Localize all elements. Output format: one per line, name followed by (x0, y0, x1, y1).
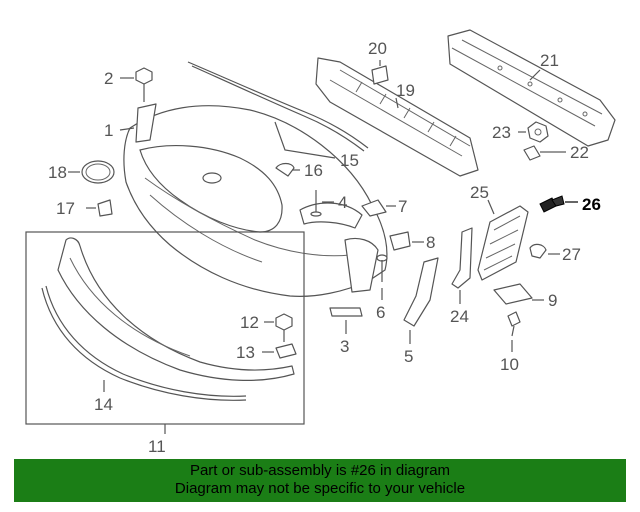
callout-22: 22 (570, 143, 589, 162)
bracket-24 (451, 227, 473, 289)
reflector-3 (329, 307, 363, 317)
callout-10: 10 (500, 355, 519, 374)
lower-trim-strip (41, 287, 247, 401)
callout-3: 3 (340, 337, 349, 356)
callout-15: 15 (340, 151, 359, 170)
callout-7: 7 (398, 197, 407, 216)
clip-13 (275, 343, 297, 359)
callout-6: 6 (376, 303, 385, 322)
callout-12: 12 (240, 313, 259, 332)
bolt-10 (507, 311, 521, 337)
banner-line-2: Diagram may not be specific to your vehi… (174, 480, 466, 497)
callout-27: 27 (562, 245, 581, 264)
callout-17: 17 (56, 199, 75, 218)
banner-line-1: Part or sub-assembly is #26 in diagram (189, 462, 451, 479)
bracket-20 (371, 65, 389, 85)
callout-19: 19 (396, 81, 415, 100)
callout-13: 13 (236, 343, 255, 362)
callout-20: 20 (368, 39, 387, 58)
reinforcement-beam (447, 29, 616, 147)
grille-insert-25 (477, 205, 529, 281)
screw-6 (376, 254, 388, 282)
callout-2: 2 (104, 69, 113, 88)
callout-21: 21 (540, 51, 559, 70)
bracket-8 (389, 231, 411, 251)
clip-16 (275, 162, 295, 177)
callout-26-highlighted: 26 (582, 195, 601, 214)
bracket-9 (493, 283, 533, 305)
energy-absorber (315, 57, 479, 177)
callout-11: 11 (148, 437, 166, 456)
callout-4: 4 (338, 193, 347, 212)
callout-1: 1 (104, 121, 113, 140)
callout-24: 24 (450, 307, 469, 326)
bolt-12 (275, 313, 293, 342)
clip-17 (97, 199, 113, 217)
upper-molding-strip (187, 61, 369, 149)
bolt-2 (135, 67, 153, 102)
callout-23: 23 (492, 123, 511, 142)
info-banner: Part or sub-assembly is #26 in diagram D… (14, 459, 626, 502)
callout-25: 25 (470, 183, 489, 202)
bolt-22 (523, 145, 552, 161)
pin-4 (310, 190, 322, 217)
lower-spoiler (57, 237, 295, 381)
callout-8: 8 (426, 233, 435, 252)
clip-7 (361, 199, 387, 217)
callout-14: 14 (94, 395, 113, 414)
kia-emblem (81, 160, 115, 184)
callout-5: 5 (404, 347, 413, 366)
nut-23 (527, 121, 549, 143)
clip-27 (529, 243, 547, 259)
side-bracket-5 (403, 257, 439, 327)
callout-18: 18 (48, 163, 67, 182)
bolt-26-highlighted (539, 195, 565, 213)
callout-16: 16 (304, 161, 323, 180)
callout-9: 9 (548, 291, 557, 310)
